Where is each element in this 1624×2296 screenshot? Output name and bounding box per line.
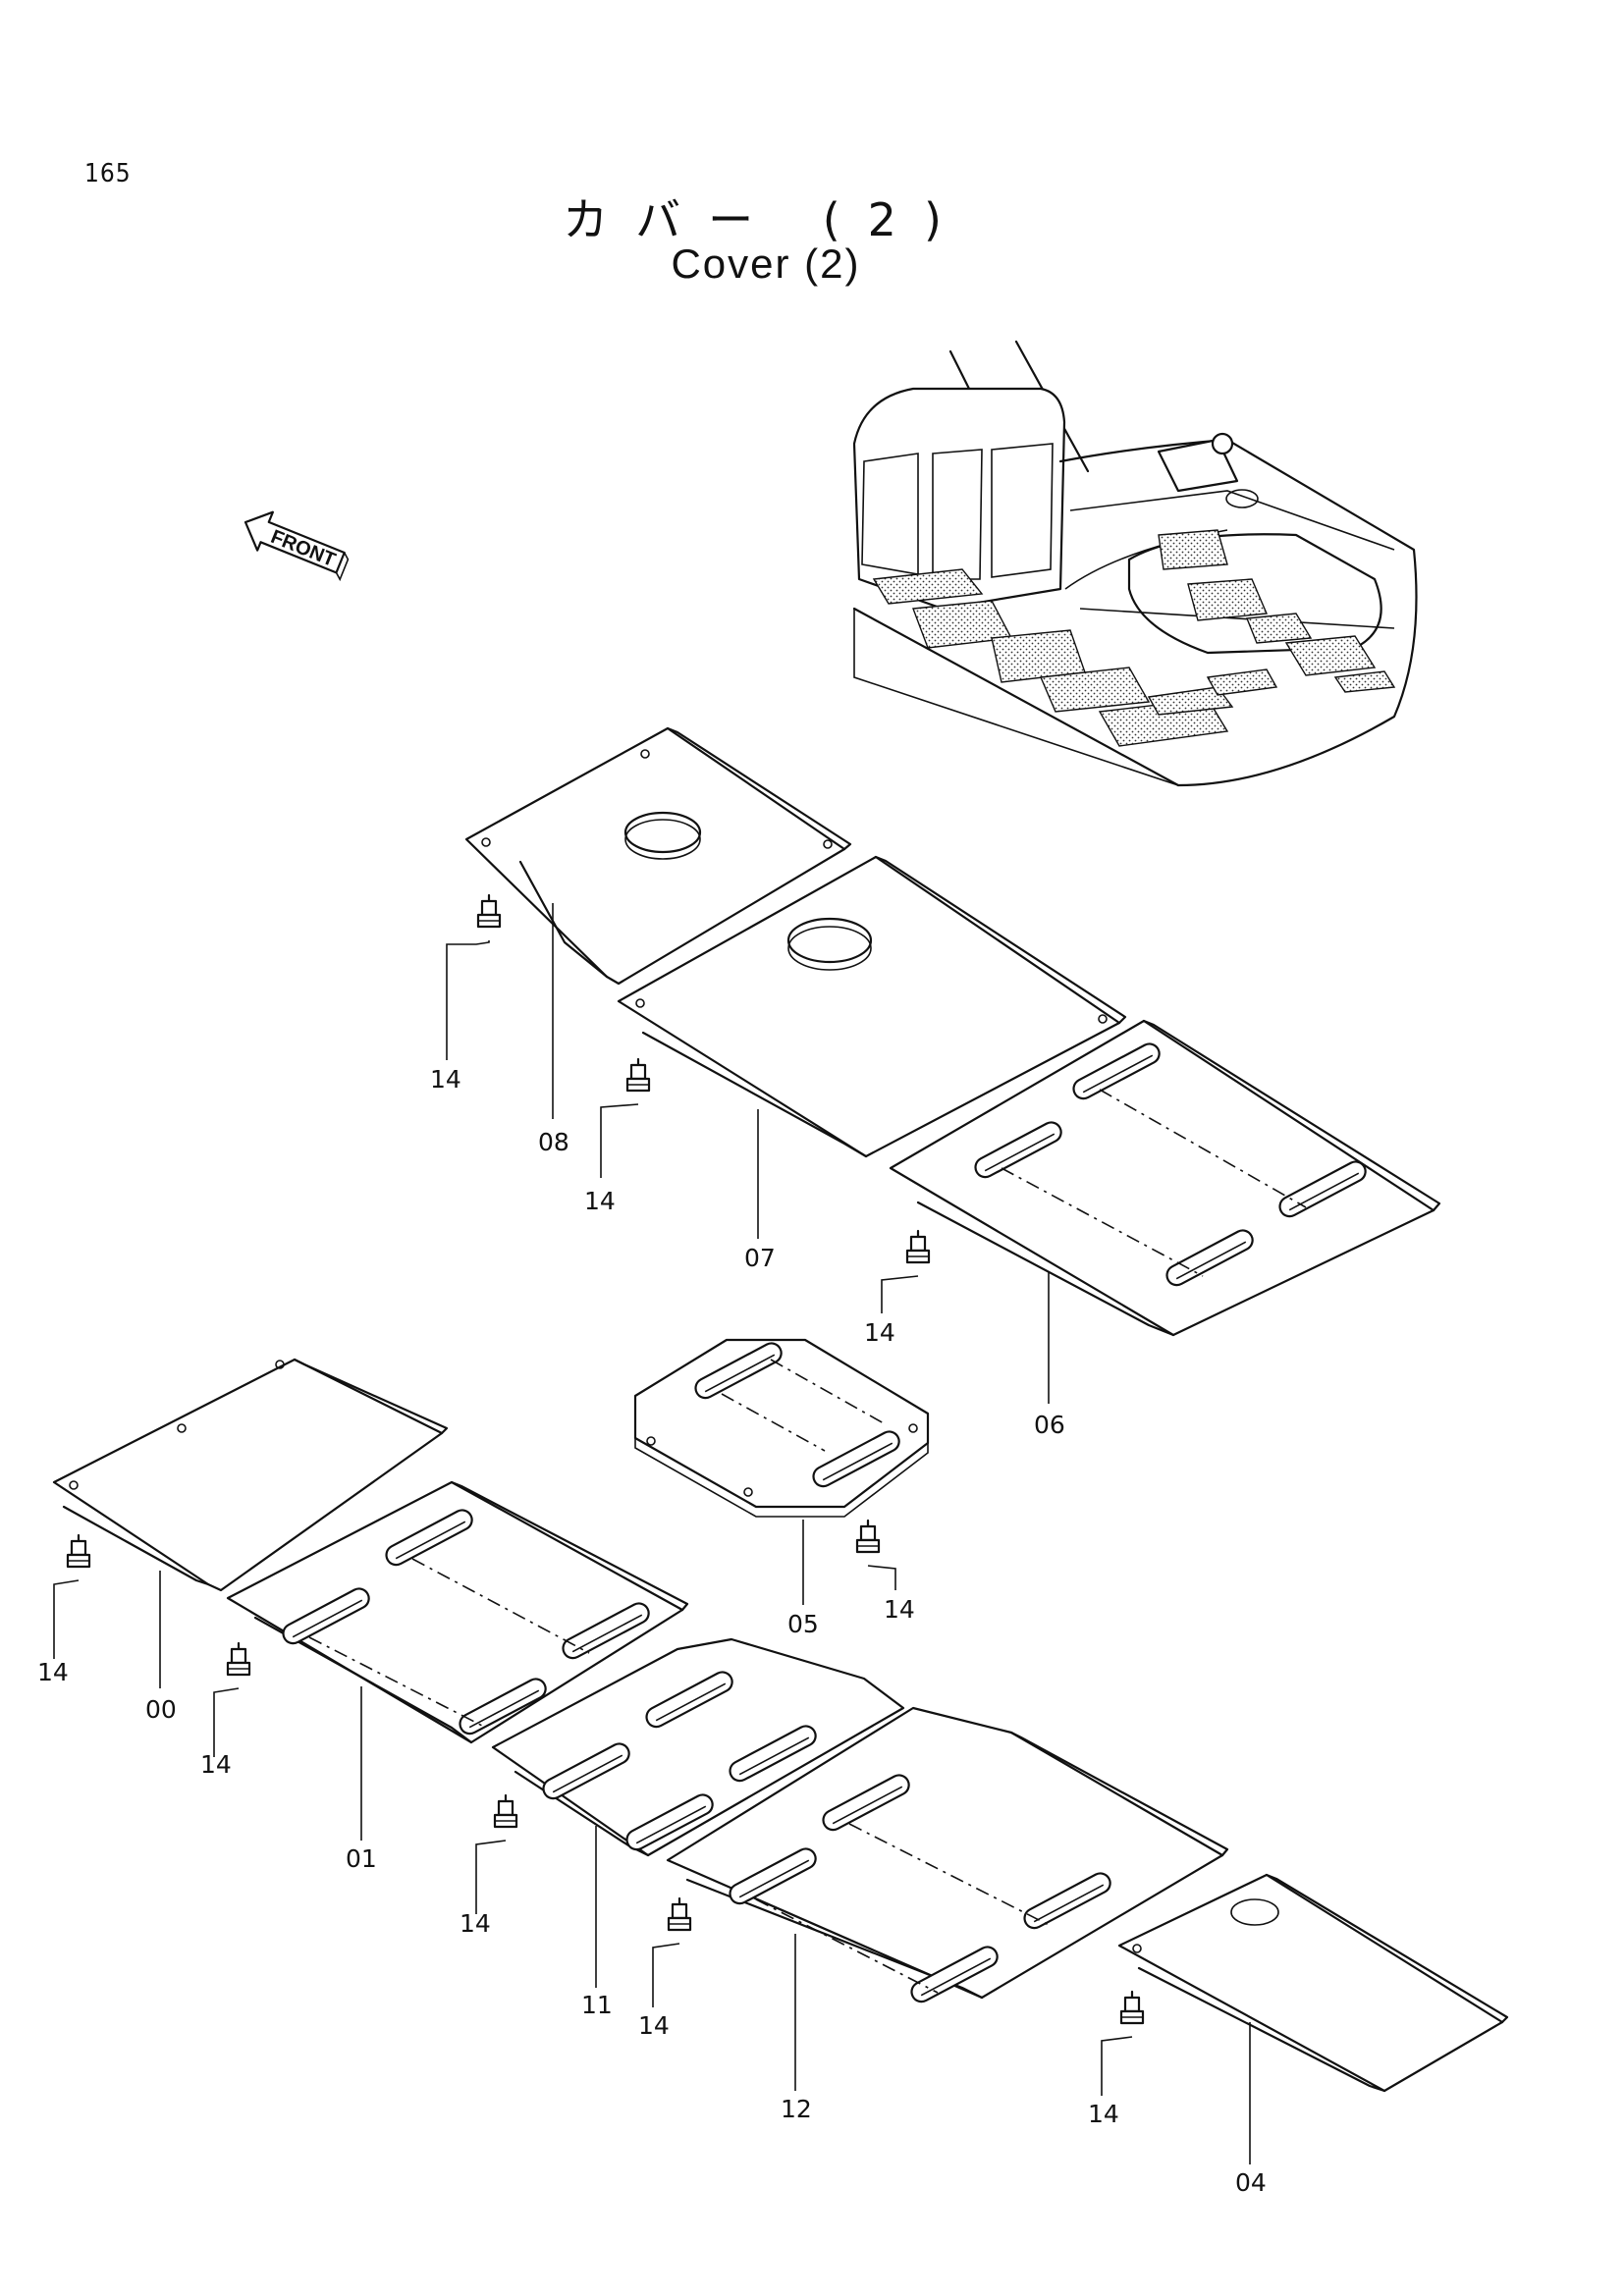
callout-14: 14 — [1088, 2100, 1119, 2128]
callout-14: 14 — [638, 2011, 670, 2040]
callout-04: 04 — [1235, 2168, 1267, 2197]
front-label: FRONT — [268, 526, 339, 571]
callout-14: 14 — [584, 1187, 616, 1215]
part-07-cover — [600, 855, 1127, 1239]
callout-14: 14 — [200, 1750, 232, 1779]
callout-06: 06 — [1034, 1411, 1065, 1439]
callout-14: 14 — [37, 1658, 69, 1686]
front-arrow: FRONT — [244, 510, 350, 582]
title-english: Cover (2) — [671, 240, 861, 287]
callout-07: 07 — [744, 1244, 776, 1272]
callout-05: 05 — [787, 1610, 819, 1638]
part-08-cover — [446, 726, 852, 1119]
callout-00: 00 — [145, 1695, 177, 1724]
part-04-cover — [1101, 1873, 1509, 2164]
part-01-cover — [213, 1480, 689, 1841]
callout-14: 14 — [460, 1909, 491, 1938]
callout-01: 01 — [346, 1844, 377, 1873]
callout-11: 11 — [581, 1991, 613, 2019]
part-12-cover — [652, 1706, 1229, 2091]
callout-14: 14 — [430, 1065, 461, 1094]
callout-14: 14 — [864, 1318, 895, 1347]
part-00-cover — [52, 1358, 449, 1688]
callout-14: 14 — [884, 1595, 915, 1624]
part-06-cover — [881, 1019, 1441, 1404]
callout-12: 12 — [781, 2095, 812, 2123]
callout-08: 08 — [538, 1128, 569, 1156]
machine-overview — [852, 340, 1418, 787]
part-05-plate — [633, 1338, 930, 1605]
part-11-cover — [475, 1637, 905, 1988]
title-japanese: カバー (2) — [563, 193, 969, 246]
page-number: 165 — [84, 159, 132, 188]
